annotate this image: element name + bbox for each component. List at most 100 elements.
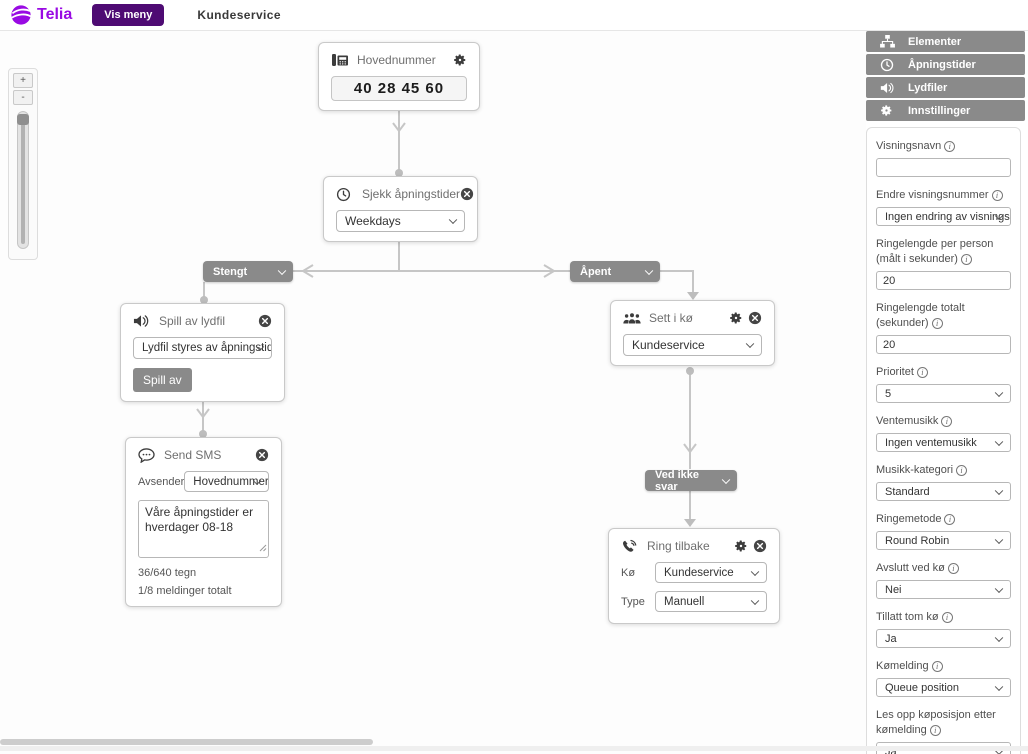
info-icon[interactable]: i [916, 367, 928, 378]
info-icon[interactable]: i [960, 254, 972, 265]
sidebar-section-apningstider[interactable]: Åpningstider [866, 54, 1025, 75]
zoom-in-button[interactable]: + [13, 73, 33, 88]
node-ring-tilbake[interactable]: Ring tilbake Kø Kundeservice Type Manuel… [608, 528, 780, 624]
tillatt-tom-ko-select[interactable]: Ja [876, 629, 1011, 648]
chevron-down-icon [644, 266, 654, 275]
node-send-sms[interactable]: Send SMS Avsender Hovednummer Våre åpnin… [125, 437, 282, 607]
section-label: Lydfiler [908, 81, 948, 94]
spill-av-button[interactable]: Spill av [133, 368, 192, 392]
zoom-control: + - [8, 68, 38, 260]
chevron-down-icon [750, 596, 760, 605]
close-icon[interactable] [753, 539, 767, 553]
page-title: Kundeservice [197, 8, 281, 22]
close-icon[interactable] [748, 311, 762, 325]
info-icon[interactable]: i [929, 725, 941, 736]
ringelengde-totalt-input[interactable]: 20 [876, 335, 1011, 354]
info-icon[interactable]: i [931, 318, 943, 329]
avslutt-ved-ko-select[interactable]: Nei [876, 580, 1011, 599]
queue-select[interactable]: Kundeservice [623, 334, 762, 356]
info-icon[interactable]: i [941, 416, 953, 427]
vis-meny-button[interactable]: Vis meny [92, 4, 165, 26]
node-title: Sett i kø [649, 311, 694, 325]
chevron-down-icon [277, 266, 287, 275]
callback-queue-select[interactable]: Kundeservice [655, 562, 767, 583]
sidebar-section-elementer[interactable]: Elementer [866, 31, 1025, 52]
ko-label: Kø [621, 566, 636, 579]
horizontal-scrollbar-track[interactable] [0, 746, 1028, 751]
horizontal-scrollbar-thumb[interactable] [0, 739, 373, 745]
callback-type-select[interactable]: Manuell [655, 591, 767, 612]
ringelengde-per-person-label: Ringelengde per person (målt i sekunder)… [876, 238, 994, 265]
node-title: Ring tilbake [647, 539, 710, 553]
branch-stengt[interactable]: Stengt [203, 261, 293, 282]
gear-icon [880, 104, 895, 117]
branch-apent[interactable]: Åpent [570, 261, 660, 282]
avsender-label: Avsender [138, 475, 185, 488]
lydfil-select[interactable]: Lydfil styres av åpningstider [133, 337, 272, 359]
komelding-select[interactable]: Queue position [876, 678, 1011, 697]
schedule-select[interactable]: Weekdays [336, 210, 465, 232]
close-icon[interactable] [255, 448, 269, 462]
node-hovednummer[interactable]: Hovednummer 40 28 45 60 [318, 42, 480, 111]
info-icon[interactable]: i [947, 563, 959, 574]
node-sjekk-apningstider[interactable]: Sjekk åpningstider Weekdays [323, 176, 478, 242]
info-icon[interactable]: i [944, 141, 956, 152]
zoom-slider-fill [21, 116, 25, 244]
visningsnavn-input[interactable] [876, 158, 1011, 177]
telia-logo-icon [11, 5, 32, 25]
queue-people-icon [623, 310, 641, 326]
ventemusikk-select[interactable]: Ingen ventemusikk [876, 433, 1011, 452]
branch-ved-ikke-svar[interactable]: Ved ikke svar [645, 469, 737, 493]
sms-message-textarea[interactable]: Våre åpningstider er hverdager 08-18 [138, 500, 269, 558]
chevron-down-icon [994, 388, 1004, 397]
info-icon[interactable]: i [956, 465, 968, 476]
close-icon[interactable] [460, 187, 474, 201]
zoom-slider-handle[interactable] [17, 114, 29, 125]
info-icon[interactable]: i [944, 514, 956, 525]
zoom-slider[interactable] [17, 111, 29, 249]
avsender-select[interactable]: Hovednummer [184, 471, 269, 492]
type-label: Type [621, 595, 645, 608]
field-ringelengde-per-person: Ringelengde per person (målt i sekunder)… [876, 237, 1011, 290]
sidebar-section-lydfiler[interactable]: Lydfiler [866, 77, 1025, 98]
ringemetode-select[interactable]: Round Robin [876, 531, 1011, 550]
chevron-down-icon [994, 633, 1004, 642]
node-sett-i-ko[interactable]: Sett i kø Kundeservice [610, 300, 775, 366]
info-icon[interactable]: i [941, 612, 953, 623]
ringelengde-per-person-input[interactable]: 20 [876, 271, 1011, 290]
telia-logo[interactable]: Telia [10, 4, 72, 26]
section-label: Elementer [908, 35, 962, 48]
ringelengde-totalt-label: Ringelengde totalt (sekunder)i [876, 302, 965, 329]
info-icon[interactable]: i [931, 661, 943, 672]
sitemap-icon [880, 35, 895, 48]
gear-icon[interactable] [453, 53, 467, 67]
info-icon[interactable]: i [991, 190, 1003, 201]
musikk-kategori-select[interactable]: Standard [876, 482, 1011, 501]
node-title: Sjekk åpningstider [362, 187, 461, 201]
close-icon[interactable] [258, 314, 272, 328]
endre-visningsnummer-select[interactable]: Ingen endring av visningsnu [876, 207, 1011, 226]
gear-icon[interactable] [734, 539, 748, 553]
prioritet-select[interactable]: 5 [876, 384, 1011, 403]
sms-char-count: 36/640 tegn [138, 567, 197, 579]
chevron-down-icon [750, 567, 760, 576]
zoom-out-button[interactable]: - [13, 90, 33, 105]
main-number[interactable]: 40 28 45 60 [331, 76, 467, 101]
node-spill-av-lydfil[interactable]: Spill av lydfil Lydfil styres av åpnings… [120, 303, 285, 402]
sidebar-section-innstillinger[interactable]: Innstillinger [866, 100, 1025, 121]
gear-icon[interactable] [729, 311, 743, 325]
resize-grip-icon[interactable] [259, 541, 267, 556]
clock-icon [880, 58, 895, 71]
